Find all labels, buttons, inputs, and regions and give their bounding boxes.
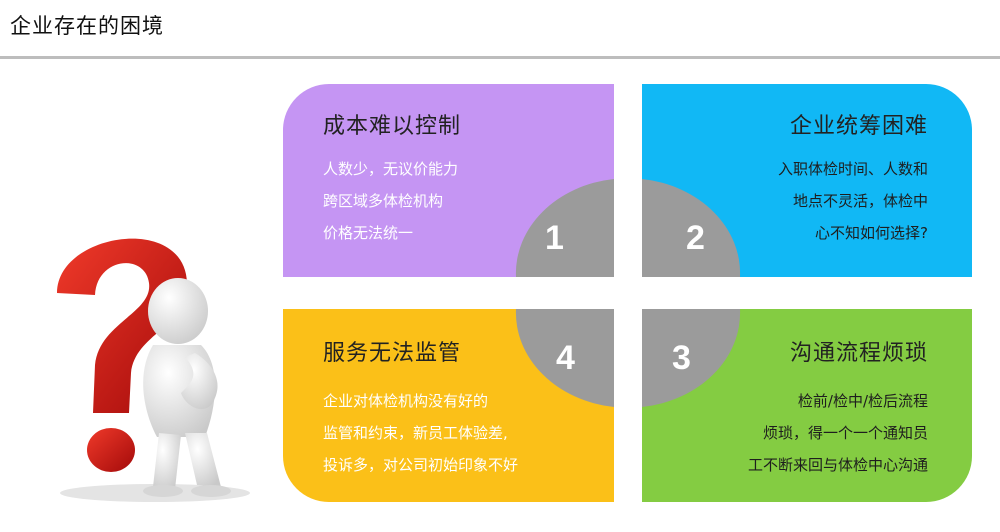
card-line: 跨区域多体检机构 <box>323 192 444 210</box>
number-1: 1 <box>545 219 564 257</box>
card-line: 地点不灵活，体检中 <box>792 192 928 210</box>
card-line: 监管和约束，新员工体验差, <box>323 424 508 442</box>
card-title: 服务无法监管 <box>323 341 462 366</box>
communication-card: 沟通流程烦琐 检前/检中/检后流程 烦琐，得一个一个通知员 工不断来回与体检中心… <box>642 309 972 502</box>
card-text: 入职体检时间、人数和 地点不灵活，体检中 心不知如何选择? <box>778 153 928 249</box>
service-supervision-card: 服务无法监管 企业对体检机构没有好的 监管和约束，新员工体验差, 投诉多，对公司… <box>283 309 614 502</box>
card-title: 沟通流程烦琐 <box>789 341 928 366</box>
card-line: 企业对体检机构没有好的 <box>323 392 489 410</box>
number-2: 2 <box>686 219 705 257</box>
card-line: 心不知如何选择? <box>815 224 928 242</box>
card-title: 成本难以控制 <box>323 114 462 139</box>
cost-control-card: 成本难以控制 人数少，无议价能力 跨区域多体检机构 价格无法统一 <box>283 84 614 277</box>
card-line: 人数少，无议价能力 <box>323 160 459 178</box>
thinking-person-question-icon <box>57 238 250 502</box>
card-line: 价格无法统一 <box>323 224 414 242</box>
card-line: 烦琐，得一个一个通知员 <box>762 424 928 442</box>
card-line: 投诉多，对公司初始印象不好 <box>323 456 519 474</box>
card-line: 检前/检中/检后流程 <box>797 392 928 410</box>
title-divider <box>0 56 1000 59</box>
card-line: 工不断来回与体检中心沟通 <box>747 456 928 474</box>
card-text: 企业对体检机构没有好的 监管和约束，新员工体验差, 投诉多，对公司初始印象不好 <box>323 385 518 481</box>
number-4: 4 <box>556 339 575 377</box>
card-title: 企业统筹困难 <box>789 114 928 139</box>
page-title: 企业存在的困境 <box>10 14 164 38</box>
number-3: 3 <box>672 339 691 377</box>
card-line: 入职体检时间、人数和 <box>777 160 928 178</box>
card-text: 检前/检中/检后流程 烦琐，得一个一个通知员 工不断来回与体检中心沟通 <box>748 385 928 481</box>
card-text: 人数少，无议价能力 跨区域多体检机构 价格无法统一 <box>323 153 458 249</box>
